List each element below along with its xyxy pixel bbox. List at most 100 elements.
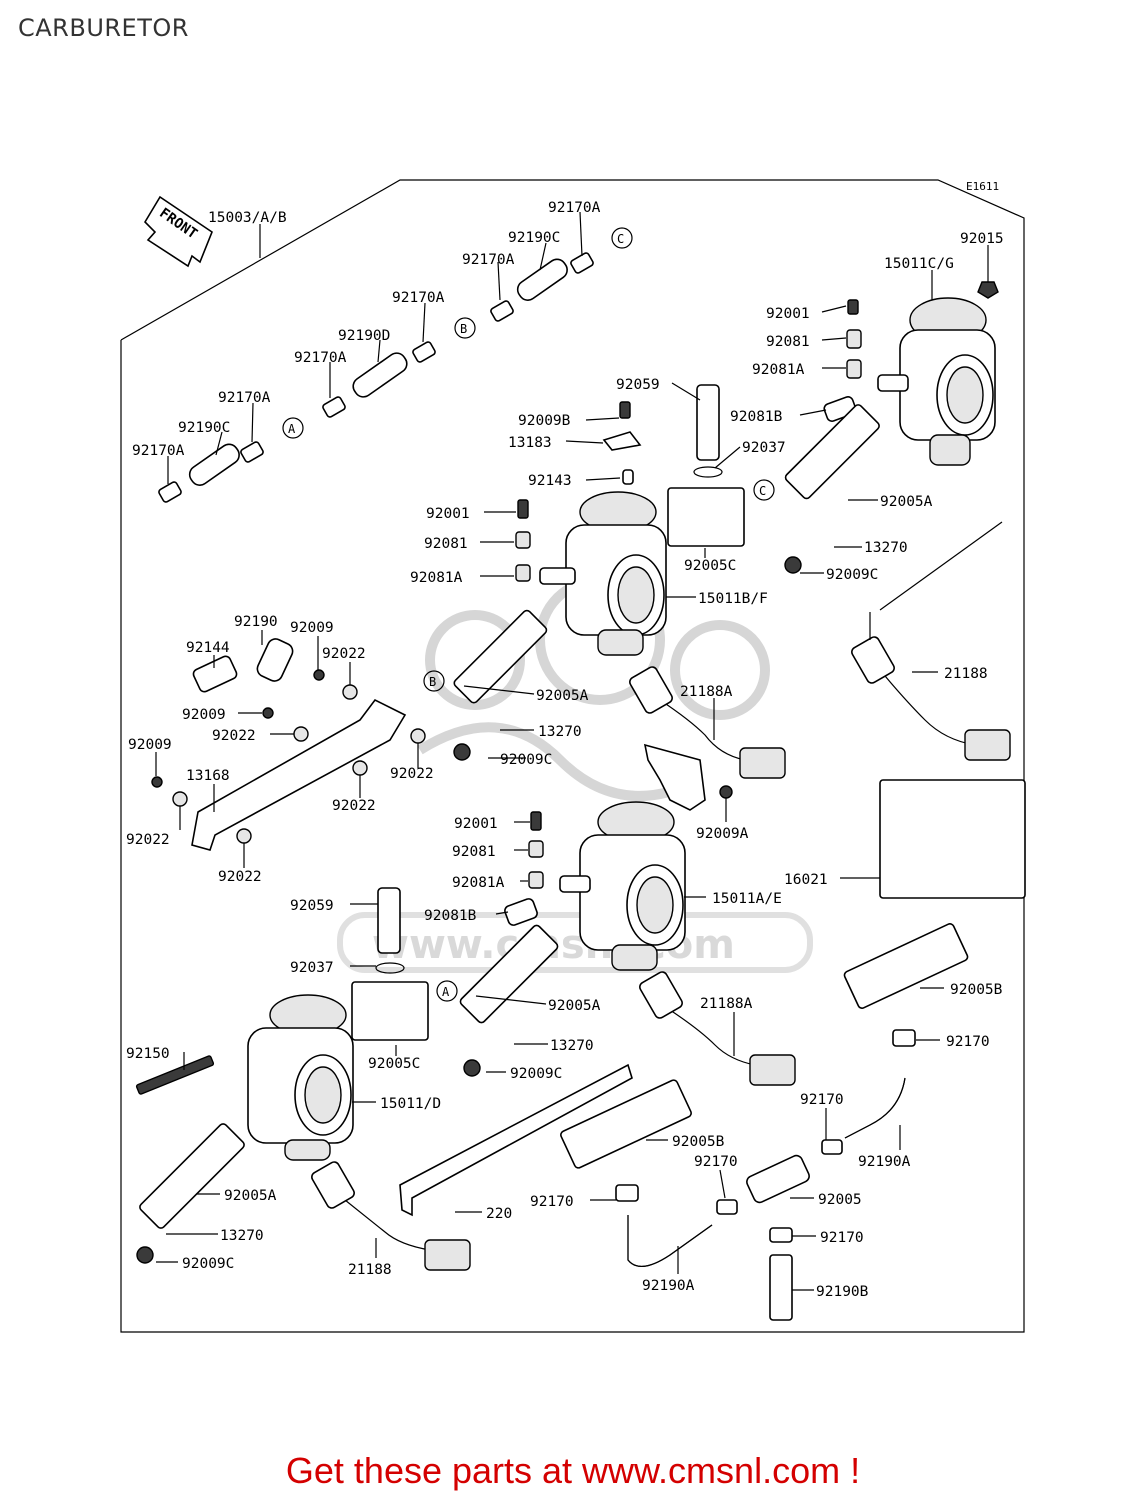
part-92059-1: 92059 [616, 377, 660, 393]
part-13183: 13183 [508, 435, 552, 451]
part-92037-1: 92037 [742, 440, 786, 456]
part-92081-2: 92081 [424, 536, 468, 552]
leader-lines [155, 211, 1003, 1291]
part-13270-2: 13270 [538, 724, 582, 740]
vacuum-hoses-top [158, 252, 594, 503]
part-92170-2: 92170 [800, 1092, 844, 1108]
part-92170a-1: 92170A [548, 200, 601, 216]
bracket-13168 [191, 698, 407, 851]
part-labels: 15003/A/B 92170A 92190C 92170A 92170A 92… [126, 200, 1004, 1300]
carburetor-15011c-g [877, 297, 996, 466]
part-92005b-2: 92005B [672, 1134, 725, 1150]
part-220: 220 [486, 1206, 512, 1222]
part-15011a-e: 15011A/E [712, 891, 782, 907]
part-92170-4: 92170 [530, 1194, 574, 1210]
part-92022-6: 92022 [218, 869, 262, 885]
part-92009-3: 92009 [128, 737, 172, 753]
part-15011c-g: 15011C/G [884, 256, 954, 272]
part-92170-1: 92170 [946, 1034, 990, 1050]
fuel-hoses-bottom [615, 1029, 916, 1321]
diagram-code: E1611 [966, 180, 999, 193]
part-92170-5: 92170 [820, 1230, 864, 1246]
part-92170a-6: 92170A [132, 443, 185, 459]
callout-c-mid: C [759, 484, 766, 498]
part-92009-1: 92009 [290, 620, 334, 636]
part-92005a-2: 92005A [536, 688, 589, 704]
part-92081-1: 92081 [766, 334, 810, 350]
part-92005a-3: 92005A [548, 998, 601, 1014]
part-92190c-1: 92190C [508, 230, 560, 246]
part-92143: 92143 [528, 473, 572, 489]
part-92037-2: 92037 [290, 960, 334, 976]
fitting-boxes [139, 404, 1026, 1229]
part-92144: 92144 [186, 640, 230, 656]
carburetor-15011-d [247, 994, 354, 1161]
part-92150: 92150 [126, 1046, 170, 1062]
part-21188-1: 21188 [944, 666, 988, 682]
part-92005c-1: 92005C [684, 558, 736, 574]
part-92190d: 92190D [338, 328, 390, 344]
part-92022-5: 92022 [126, 832, 170, 848]
callout-c-top: C [617, 232, 624, 246]
part-92081b-1: 92081B [730, 409, 783, 425]
part-16021: 16021 [784, 872, 828, 888]
callout-a-top: A [288, 422, 296, 436]
part-92190: 92190 [234, 614, 278, 630]
part-15011-d: 15011/D [380, 1096, 441, 1112]
footer-link-text[interactable]: Get these parts at www.cmsnl.com ! [285, 1450, 861, 1491]
part-92190b: 92190B [816, 1284, 869, 1300]
part-92170-3: 92170 [694, 1154, 738, 1170]
part-15011b-f: 15011B/F [698, 591, 768, 607]
page-title: CARBURETOR [18, 14, 189, 42]
part-92001-2: 92001 [426, 506, 470, 522]
part-92015: 92015 [960, 231, 1004, 247]
exploded-parts-diagram: www.cmsnl.com E1611 FRONT A B C C B A [120, 179, 1026, 1333]
part-92009a: 92009A [696, 826, 749, 842]
part-92009b: 92009B [518, 413, 571, 429]
part-21188a-1: 21188A [680, 684, 733, 700]
front-arrow: FRONT [143, 195, 213, 268]
harness-21188 [311, 636, 1011, 1271]
throttle-bracket [643, 743, 706, 811]
part-13168: 13168 [186, 768, 230, 784]
part-92170a-4: 92170A [294, 350, 347, 366]
part-92005c-2: 92005C [368, 1056, 420, 1072]
callout-b-top: B [460, 322, 467, 336]
part-92005: 92005 [818, 1192, 862, 1208]
part-92022-3: 92022 [390, 766, 434, 782]
part-92001-1: 92001 [766, 306, 810, 322]
part-92081a-1: 92081A [752, 362, 805, 378]
part-92081-3: 92081 [452, 844, 496, 860]
part-92022-4: 92022 [332, 798, 376, 814]
part-92009c-4: 92009C [182, 1256, 234, 1272]
part-92009c-3: 92009C [510, 1066, 562, 1082]
part-21188a-2: 21188A [700, 996, 753, 1012]
part-15003-a-b: 15003/A/B [208, 210, 287, 226]
part-92190a-2: 92190A [642, 1278, 695, 1294]
part-92009-2: 92009 [182, 707, 226, 723]
callout-markers: A B C C B A [282, 227, 775, 1002]
part-92005b-1: 92005B [950, 982, 1003, 998]
part-92022-2: 92022 [212, 728, 256, 744]
part-92009c-1: 92009C [826, 567, 878, 583]
part-92001-3: 92001 [454, 816, 498, 832]
part-92005a-1: 92005A [880, 494, 933, 510]
part-13270-1: 13270 [864, 540, 908, 556]
callout-a-low: A [442, 985, 450, 999]
part-92005a-4: 92005A [224, 1188, 277, 1204]
part-92190a-1: 92190A [858, 1154, 911, 1170]
part-92190c-2: 92190C [178, 420, 230, 436]
stay-plate [399, 1063, 633, 1217]
part-92170a-2: 92170A [462, 252, 515, 268]
part-92170a-5: 92170A [218, 390, 271, 406]
part-92170a-3: 92170A [392, 290, 445, 306]
part-92081a-3: 92081A [452, 875, 505, 891]
part-92022-1: 92022 [322, 646, 366, 662]
part-92009c-2: 92009C [500, 752, 552, 768]
part-21188-2: 21188 [348, 1262, 392, 1278]
part-13270-3: 13270 [550, 1038, 594, 1054]
callout-b-mid: B [429, 675, 436, 689]
part-13270-4: 13270 [220, 1228, 264, 1244]
part-92081b-2: 92081B [424, 908, 477, 924]
part-92059-2: 92059 [290, 898, 334, 914]
